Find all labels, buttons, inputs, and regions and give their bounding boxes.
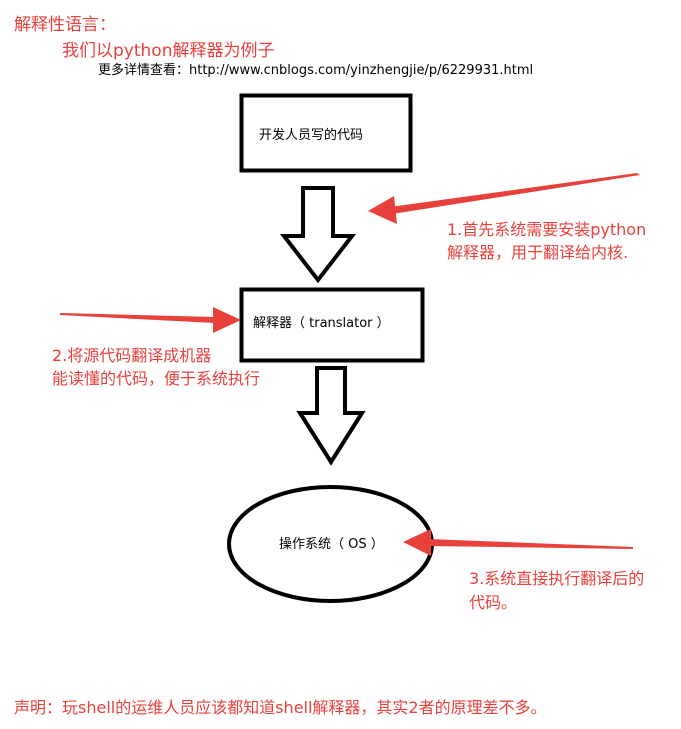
footer-statement: 声明：玩shell的运维人员应该都知道shell解释器，其实2者的原理差不多。	[14, 698, 547, 717]
annotation-arrow-3	[428, 539, 633, 549]
page-title: 解释性语言：	[14, 15, 116, 35]
developer-code-box	[239, 93, 413, 173]
note-1-line-1: 1.首先系统需要安装python	[447, 220, 647, 239]
note-3-line-1: 3.系统直接执行翻译后的	[469, 569, 645, 588]
down-arrow-2	[296, 366, 366, 466]
note-2-line-1: 2.将源代码翻译成机器	[52, 346, 212, 365]
annotation-arrow-2-head	[213, 307, 241, 333]
translator-box	[239, 287, 425, 363]
developer-code-label: 开发人员写的代码	[259, 128, 364, 143]
translator-label: 解释器（ translator ）	[253, 316, 390, 331]
page-subtitle: 我们以python解释器为例子	[62, 41, 275, 61]
note-1-line-2: 解释器，用于翻译给内核.	[447, 243, 629, 262]
annotation-arrow-1	[390, 173, 640, 214]
note-2-line-2: 能读懂的代码，便于系统执行	[52, 369, 261, 388]
note-3-line-2: 代码。	[469, 593, 518, 612]
annotation-arrow-1-head	[368, 196, 397, 224]
down-arrow-1	[279, 186, 357, 284]
annotation-arrow-2	[60, 313, 215, 323]
os-label: 操作系统（ OS ）	[279, 537, 384, 552]
reference-link-text: 更多详情查看：http://www.cnblogs.com/yinzhengji…	[98, 63, 534, 78]
annotation-arrow-3-head	[403, 529, 431, 556]
